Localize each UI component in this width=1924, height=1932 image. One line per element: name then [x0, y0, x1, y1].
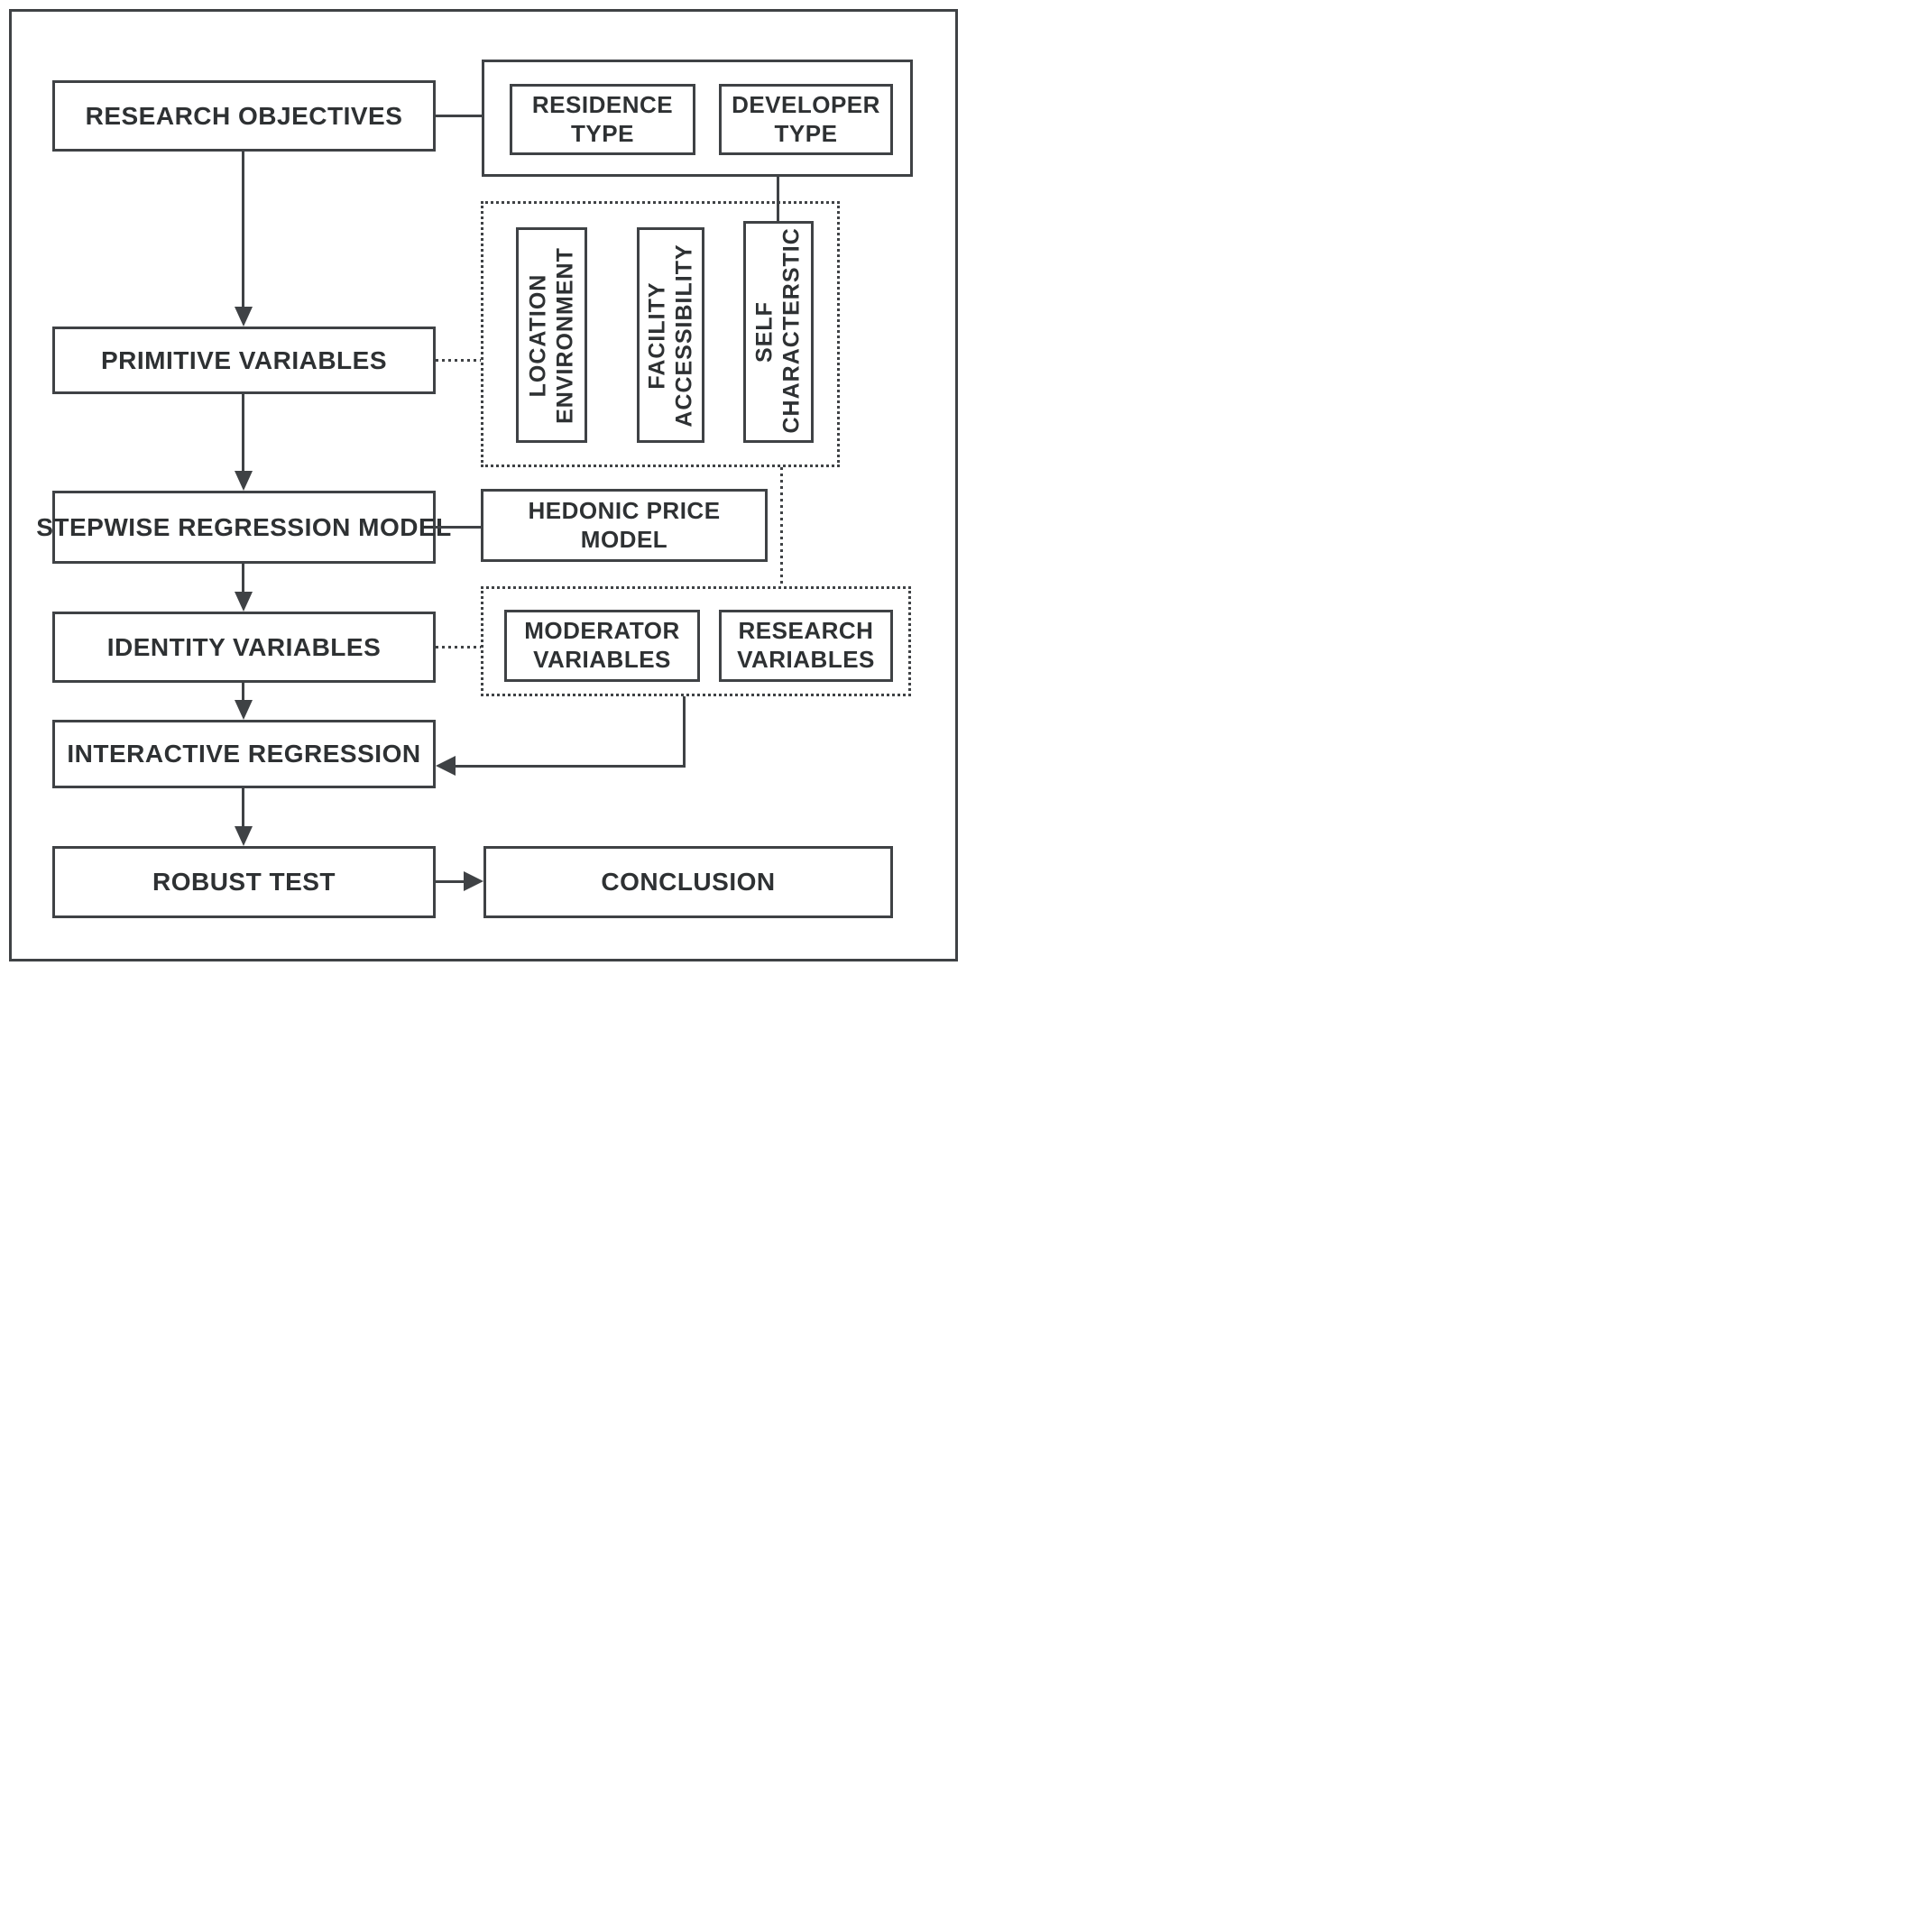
node-residence-type: RESIDENCE TYPE: [510, 84, 695, 155]
node-label: RESIDENCE TYPE: [531, 90, 674, 147]
edge-primitive-to-stepwise: [242, 394, 244, 471]
node-moderator-variables: MODERATOR VARIABLES: [504, 610, 700, 682]
node-robust-test: ROBUST TEST: [52, 846, 436, 918]
node-label: CONCLUSION: [601, 868, 776, 896]
node-label: RESEARCH VARIABLES: [737, 617, 875, 673]
node-developer-type: DEVELOPER TYPE: [719, 84, 893, 155]
edge-stepwise-to-identity: [242, 564, 244, 593]
edge-identity-to-interactive: [242, 683, 244, 702]
arrowhead-left-icon: [436, 756, 456, 776]
arrowhead-right-icon: [464, 871, 483, 891]
node-conclusion: CONCLUSION: [483, 846, 893, 918]
node-label: RESEARCH OBJECTIVES: [85, 101, 403, 130]
edge-variables-to-interactive-horizontal: [454, 765, 686, 768]
edge-research-to-types: [436, 115, 482, 117]
node-label: MODERATOR VARIABLES: [524, 617, 680, 673]
node-identity-variables: IDENTITY VARIABLES: [52, 612, 436, 683]
edge-robust-to-conclusion: [436, 880, 465, 883]
edge-identity-to-variables: [436, 646, 481, 649]
node-label: PRIMITIVE VARIABLES: [100, 345, 387, 374]
node-label: SELF CHARACTERSTIC: [751, 227, 805, 434]
node-stepwise-regression-model: STEPWISE REGRESSION MODEL: [36, 491, 451, 564]
node-research-objectives: RESEARCH OBJECTIVES: [52, 80, 436, 152]
node-label: HEDONIC PRICE MODEL: [528, 496, 721, 553]
node-label: IDENTITY VARIABLES: [106, 632, 382, 661]
edge-characteristics-to-variables: [780, 467, 783, 586]
edge-stepwise-to-hedonic: [436, 526, 481, 529]
node-interactive-regression: INTERACTIVE REGRESSION: [52, 720, 436, 788]
node-label: ROBUST TEST: [152, 868, 336, 896]
flowchart-canvas: RESEARCH OBJECTIVES PRIMITIVE VARIABLES …: [0, 0, 962, 966]
node-facility-accessibility: FACILITY ACCESSIBILITY: [637, 227, 704, 443]
node-label: FACILITY ACCESSIBILITY: [644, 243, 696, 428]
arrowhead-down-icon: [235, 592, 253, 612]
node-research-variables: RESEARCH VARIABLES: [719, 610, 893, 682]
arrowhead-down-icon: [235, 307, 253, 327]
edge-interactive-to-robust: [242, 788, 244, 828]
edge-variables-to-interactive-vertical: [683, 696, 686, 768]
node-primitive-variables: PRIMITIVE VARIABLES: [52, 327, 436, 394]
edge-research-to-primitive: [242, 152, 244, 307]
edge-primitive-to-characteristics: [436, 359, 481, 362]
node-label: DEVELOPER TYPE: [732, 90, 880, 147]
node-label: STEPWISE REGRESSION MODEL: [36, 512, 452, 541]
node-hedonic-price-model: HEDONIC PRICE MODEL: [481, 489, 768, 562]
diagram-border: [9, 9, 958, 961]
node-label: INTERACTIVE REGRESSION: [67, 740, 421, 768]
arrowhead-down-icon: [235, 826, 253, 846]
node-location-environment: LOCATION ENVIRONMENT: [516, 227, 587, 443]
edge-types-to-self: [777, 177, 779, 221]
node-label: LOCATION ENVIRONMENT: [525, 246, 577, 424]
arrowhead-down-icon: [235, 700, 253, 720]
node-self-characterstic: SELF CHARACTERSTIC: [743, 221, 814, 443]
arrowhead-down-icon: [235, 471, 253, 491]
